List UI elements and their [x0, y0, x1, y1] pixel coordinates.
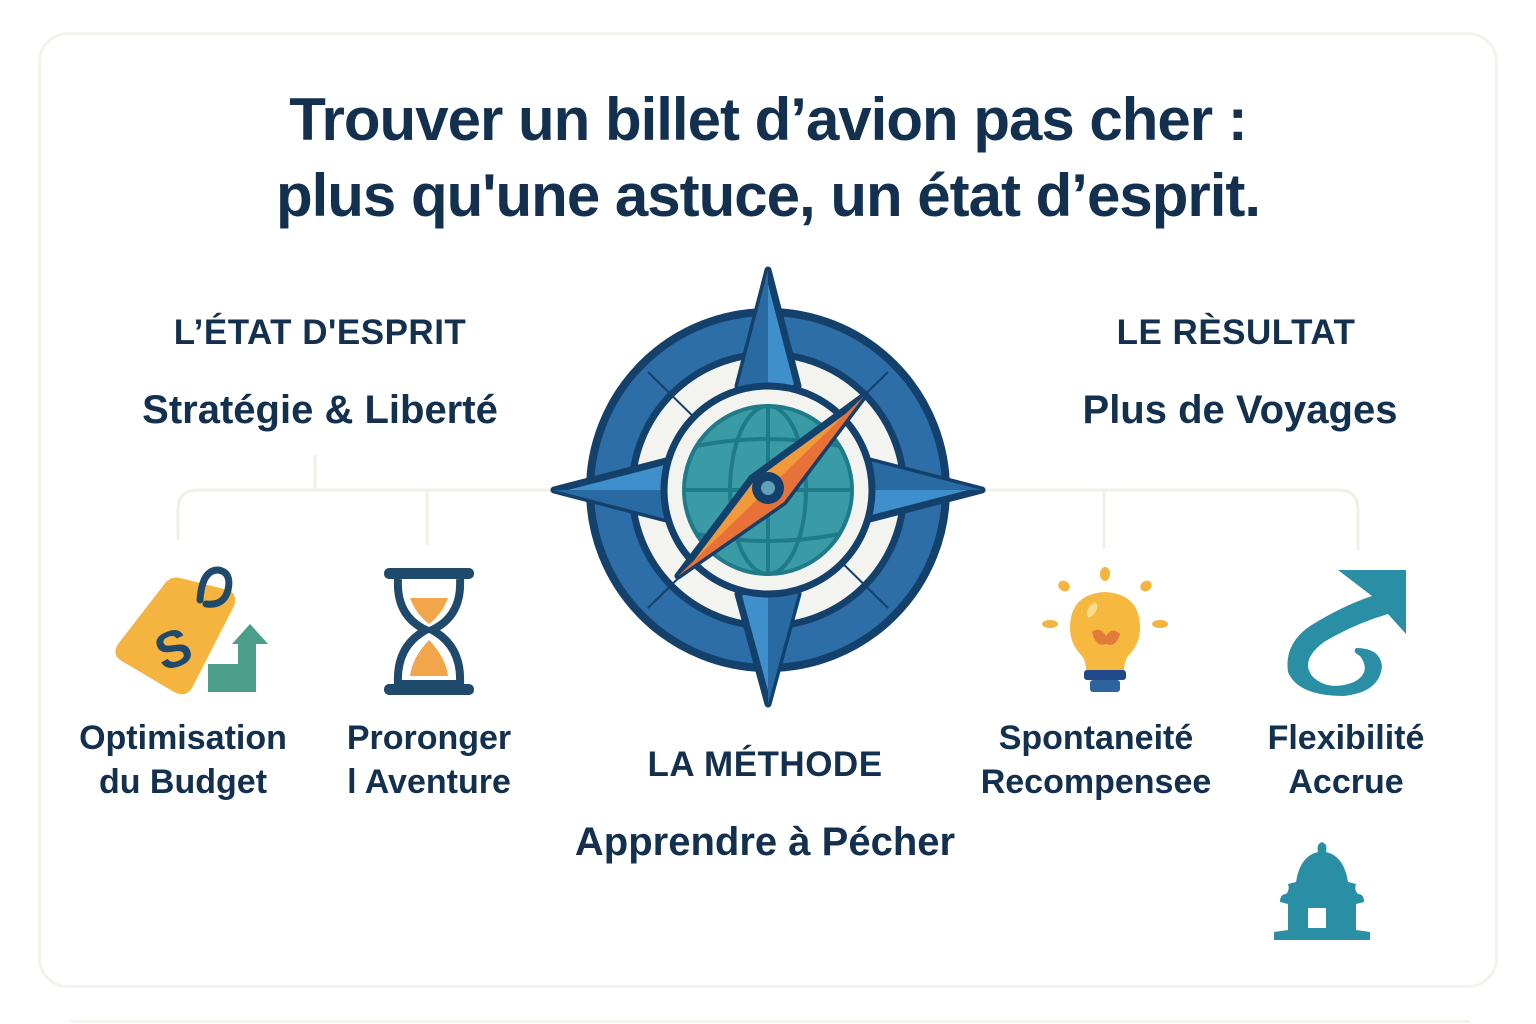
monument-dome-icon [1274, 842, 1370, 940]
hourglass-icon [384, 568, 474, 695]
price-tag-growth-icon: S [115, 566, 268, 695]
right-subheading: Plus de Voyages [1082, 388, 1398, 432]
right-heading: LE RÈSULTAT [1116, 313, 1356, 352]
item-flexibilite-label: Flexibilité Accrue [1267, 719, 1425, 801]
item-spontaneite-label: Spontaneité Recompensee [980, 719, 1212, 801]
lightbulb-icon [1042, 567, 1168, 692]
item-budget-label: Optimisation du Budget [79, 719, 287, 801]
title-line-1: Trouver un billet d’avion pas cher : [289, 86, 1248, 153]
left-subheading: Stratégie & Liberté [142, 388, 498, 432]
compass-globe-icon [550, 266, 986, 708]
left-heading: L’ÉTAT D'ESPRIT [173, 313, 467, 352]
center-heading: LA MÉTHODE [647, 745, 883, 784]
page-title: Trouver un billet d’avion pas cher : plu… [0, 82, 1536, 234]
bottom-divider [70, 1020, 1470, 1023]
item-aventure-label: Proronger l Aventure [346, 719, 512, 801]
curved-arrow-icon [1287, 570, 1406, 696]
title-line-2: plus qu'une astuce, un état d’esprit. [275, 162, 1261, 229]
center-subheading: Apprendre à Pécher [574, 820, 956, 864]
